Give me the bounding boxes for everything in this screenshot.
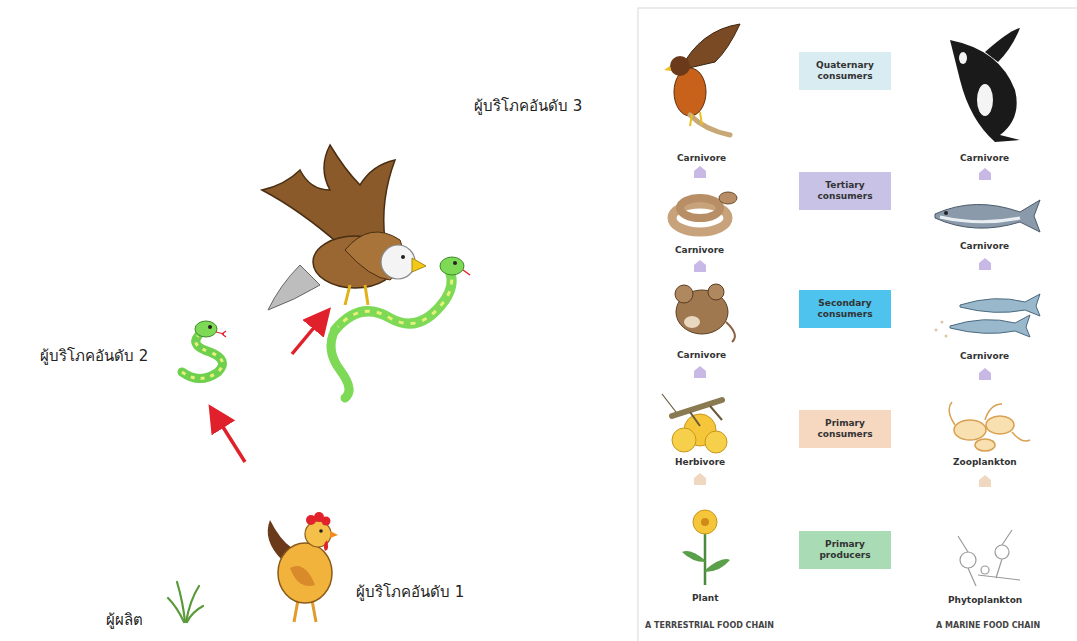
grasshopper-on-flower bbox=[662, 394, 727, 453]
small-snake bbox=[182, 321, 226, 379]
trophic-label: ผู้บริโภคอันดับ 1 bbox=[356, 583, 464, 601]
feeding-type: Carnivore bbox=[960, 241, 1009, 252]
grass bbox=[168, 582, 203, 622]
small-fish bbox=[935, 294, 1041, 338]
feeding-type: Phytoplankton bbox=[948, 595, 1022, 606]
up-arrows bbox=[694, 166, 991, 487]
trophic-level-box: Primary producers bbox=[799, 531, 891, 569]
chicken bbox=[268, 512, 338, 622]
mouse bbox=[675, 284, 735, 342]
trophic-label: ผู้ผลิต bbox=[106, 611, 143, 629]
chain-caption: A TERRESTRIAL FOOD CHAIN bbox=[645, 621, 774, 631]
panel bbox=[638, 8, 1077, 641]
feeding-type: Carnivore bbox=[677, 350, 726, 361]
phytoplankton bbox=[958, 530, 1020, 586]
level-name: Primary consumers bbox=[805, 418, 885, 440]
trophic-label: ผู้บริโภคอันดับ 3 bbox=[474, 97, 582, 115]
rattlesnake bbox=[672, 192, 737, 232]
level-name: Tertiary consumers bbox=[805, 180, 885, 202]
feeding-type: Carnivore bbox=[675, 245, 724, 256]
level-name: Secondary consumers bbox=[805, 298, 885, 320]
trophic-level-box: Primary consumers bbox=[799, 410, 891, 448]
orca bbox=[950, 28, 1020, 142]
feeding-type: Carnivore bbox=[677, 153, 726, 164]
feeding-type: Carnivore bbox=[960, 153, 1009, 164]
trophic-level-box: Secondary consumers bbox=[799, 290, 891, 328]
red-arrow bbox=[292, 318, 322, 354]
trophic-level-box: Quaternary consumers bbox=[799, 52, 891, 90]
hawk bbox=[664, 24, 740, 135]
level-name: Quaternary consumers bbox=[805, 60, 885, 82]
feeding-type: Carnivore bbox=[960, 351, 1009, 362]
red-arrow bbox=[216, 416, 245, 462]
feeding-type: Herbivore bbox=[675, 457, 725, 468]
flowering-plant bbox=[682, 510, 730, 585]
chain-caption: A MARINE FOOD CHAIN bbox=[936, 621, 1040, 631]
eagle bbox=[262, 145, 470, 398]
tuna bbox=[935, 200, 1040, 232]
trophic-label: ผู้บริโภคอันดับ 2 bbox=[40, 347, 148, 365]
feeding-type: Zooplankton bbox=[953, 457, 1017, 468]
feeding-type: Plant bbox=[692, 593, 718, 604]
zooplankton bbox=[949, 402, 1030, 451]
level-name: Primary producers bbox=[805, 539, 885, 561]
trophic-level-box: Tertiary consumers bbox=[799, 172, 891, 210]
